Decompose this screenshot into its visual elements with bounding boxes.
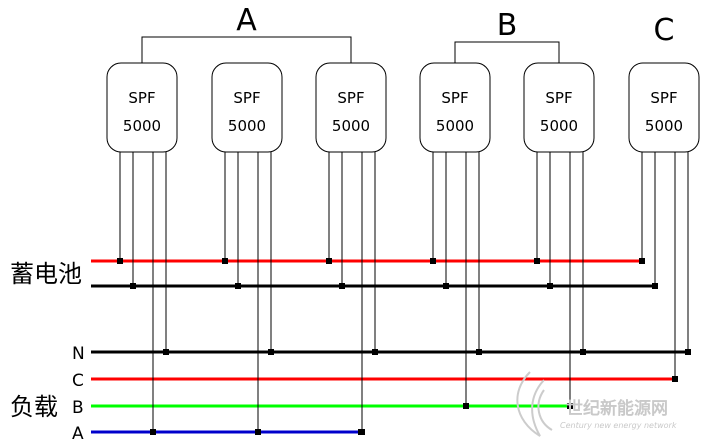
unit-rating-label: 5000 — [228, 117, 266, 135]
connection-dot — [443, 283, 449, 289]
unit-model-label: SPF — [233, 89, 260, 107]
connection-dot — [372, 349, 378, 355]
bus-end-dot — [358, 429, 364, 435]
inverter-unit: SPF 5000 — [628, 62, 700, 153]
connection-dot — [255, 429, 261, 435]
group-bracket-A — [141, 36, 352, 63]
connection-dot — [547, 283, 553, 289]
unit-rating-label: 5000 — [645, 117, 683, 135]
unit-rating-label: 5000 — [436, 117, 474, 135]
watermark-text: 世纪新能源网 — [566, 398, 668, 419]
connection-dot — [326, 258, 332, 264]
inverter-unit: SPF 5000 — [106, 62, 178, 153]
inverter-box — [211, 62, 283, 153]
connection-dot — [339, 283, 345, 289]
connection-dot — [117, 258, 123, 264]
connection-dot — [163, 349, 169, 355]
watermark-subtext: Century new energy network — [560, 421, 677, 430]
bus-label-N: N — [72, 344, 85, 364]
connection-dot — [430, 258, 436, 264]
unit-model-label: SPF — [337, 89, 364, 107]
inverter-box — [315, 62, 387, 153]
unit-wires — [119, 152, 689, 432]
load-label: 负载 — [10, 393, 58, 421]
unit-model-label: SPF — [441, 89, 468, 107]
inverter-units: SPF 5000 SPF 5000 SPF 5000 SPF 5000 SPF 5000 SPF 50… — [106, 62, 700, 153]
unit-rating-label: 5000 — [540, 117, 578, 135]
connection-dot — [672, 376, 678, 382]
connection-dot — [580, 349, 586, 355]
bus-label-B: B — [72, 398, 84, 418]
group-label-A: A — [236, 3, 257, 38]
unit-model-label: SPF — [128, 89, 155, 107]
connection-dot — [534, 258, 540, 264]
watermark: 世纪新能源网 Century new energy network — [516, 371, 677, 437]
inverter-box — [523, 62, 595, 153]
group-label-C: C — [654, 13, 675, 48]
inverter-box — [419, 62, 491, 153]
unit-rating-label: 5000 — [123, 117, 161, 135]
connection-dot — [476, 349, 482, 355]
connection-dot — [463, 403, 469, 409]
connection-dot — [639, 258, 645, 264]
watermark-logo-icon — [516, 371, 553, 437]
connection-dot — [150, 429, 156, 435]
connection-dot — [130, 283, 136, 289]
unit-model-label: SPF — [650, 89, 677, 107]
battery-label: 蓄电池 — [10, 260, 82, 288]
connection-dot — [222, 258, 228, 264]
connection-dot — [567, 403, 573, 409]
connection-dots — [117, 258, 691, 435]
inverter-unit: SPF 5000 — [523, 62, 595, 153]
inverter-unit: SPF 5000 — [419, 62, 491, 153]
bus-label-C: C — [72, 371, 84, 391]
bus-lines — [91, 259, 689, 434]
connection-dot — [685, 349, 691, 355]
connection-dot — [235, 283, 241, 289]
connection-dot — [268, 349, 274, 355]
inverter-unit: SPF 5000 — [211, 62, 283, 153]
inverter-box — [628, 62, 700, 153]
bus-label-A: A — [72, 424, 84, 444]
group-label-B: B — [497, 8, 518, 43]
phase-groups: A B C — [141, 3, 675, 63]
inverter-box — [106, 62, 178, 153]
inverter-unit: SPF 5000 — [315, 62, 387, 153]
connection-dot — [652, 283, 658, 289]
group-bracket-B — [454, 41, 560, 63]
unit-model-label: SPF — [545, 89, 572, 107]
unit-rating-label: 5000 — [332, 117, 370, 135]
